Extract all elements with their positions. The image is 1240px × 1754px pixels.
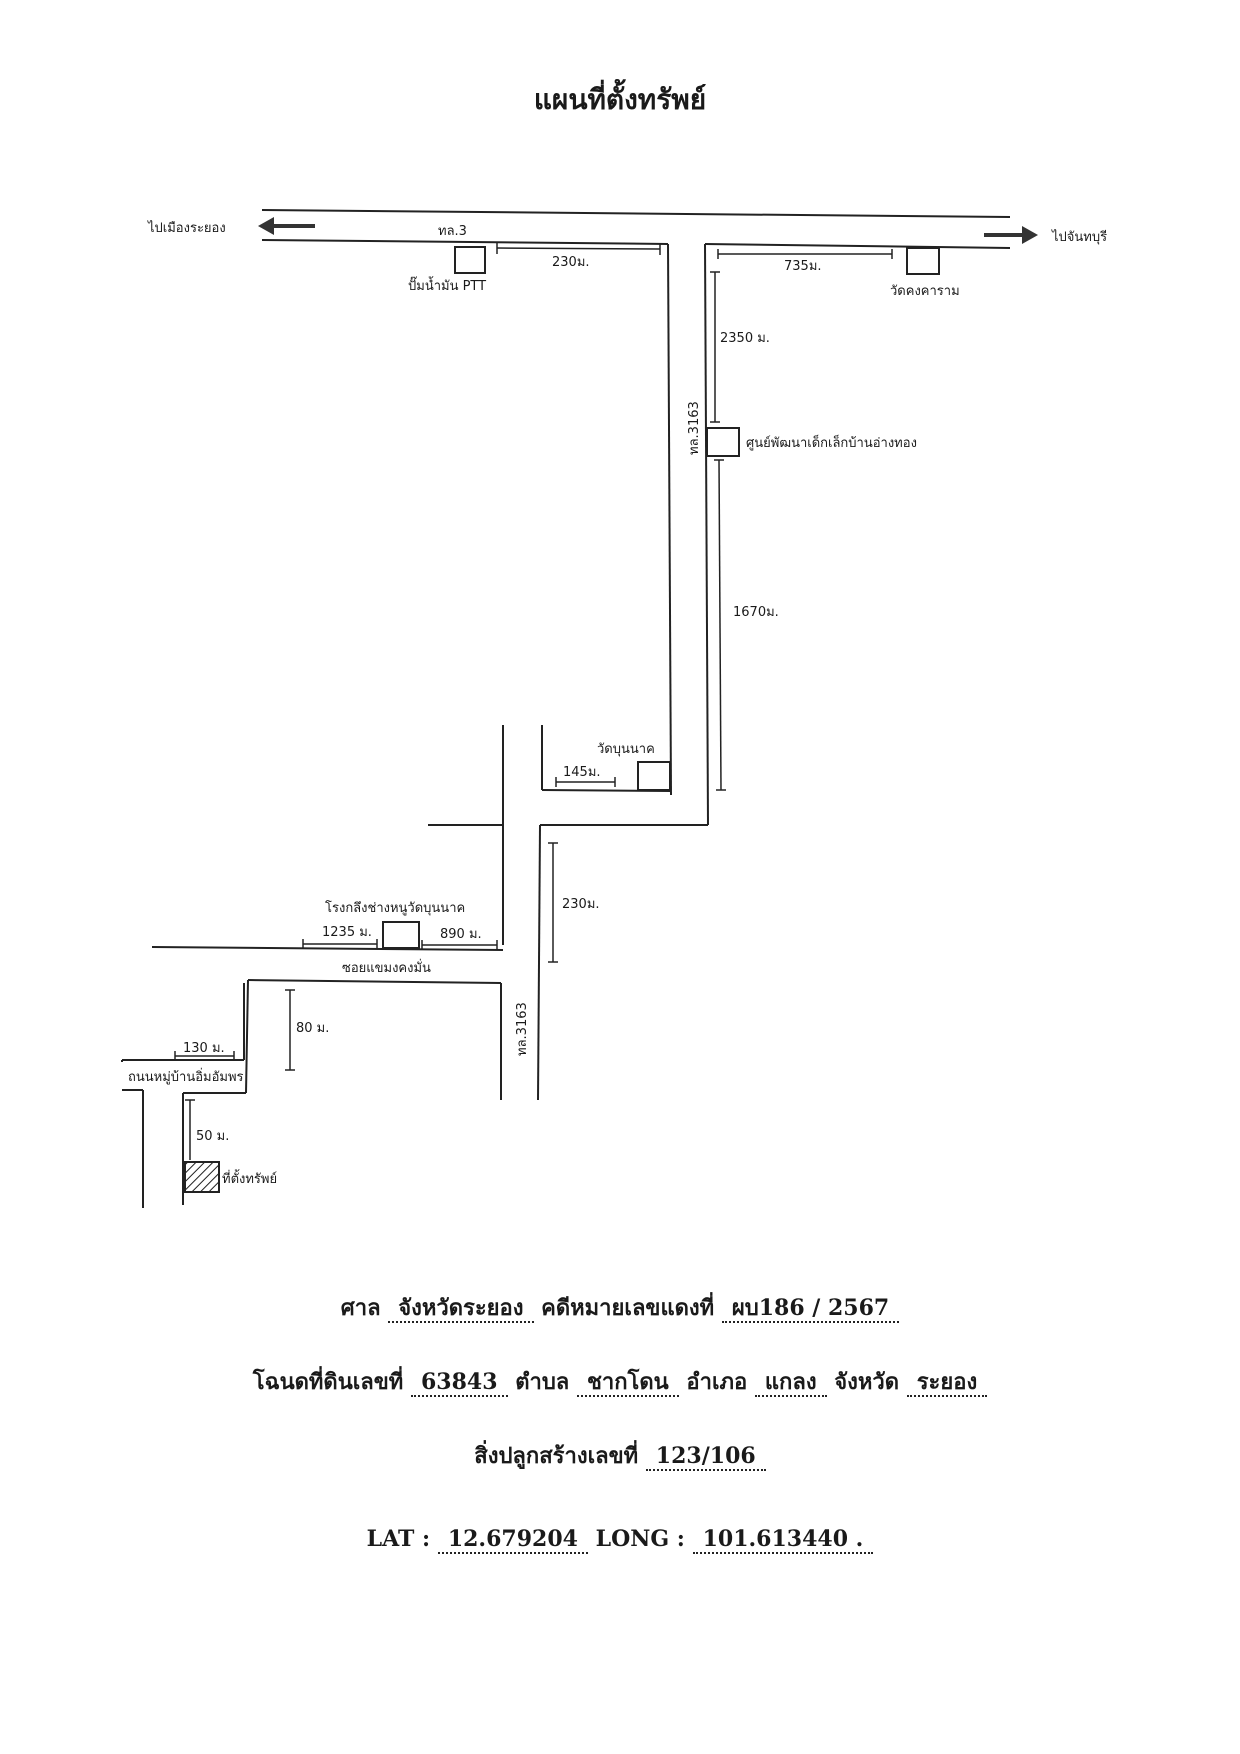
property-label: ที่ตั้งทรัพย์ <box>222 1169 277 1187</box>
soi-bottom-edge <box>247 979 502 984</box>
dist-230-top: 230ม. <box>552 255 590 270</box>
court-line: ศาล จังหวัดระยอง คดีหมายเลขแดงที่ ผบ186 … <box>0 1290 1240 1325</box>
lat-label: LAT : <box>366 1526 431 1552</box>
to-rayong-label: ไปเมืองระยอง <box>147 220 226 236</box>
to-chanthaburi-label: ไปจันทบุรี <box>1051 229 1107 245</box>
highway-3-bottom-edge-left <box>261 239 669 245</box>
child-center-label: ศูนย์พัฒนาเด็กเล็กบ้านอ่างทอง <box>746 433 917 451</box>
wat-khong-marker <box>906 247 940 275</box>
arrow-right-head <box>1022 226 1038 244</box>
dist-50: 50 ม. <box>196 1129 229 1144</box>
soi-label: ซอยแขมงคงมั่น <box>342 959 431 976</box>
soi-top-edge <box>151 946 504 951</box>
dist-735: 735ม. <box>784 259 822 274</box>
dist-890: 890 ม. <box>440 927 482 942</box>
highway-3-label: ทล.3 <box>438 224 467 239</box>
highway-3-bottom-edge-right <box>704 243 1011 249</box>
property-marker <box>184 1161 220 1193</box>
amphoe-value: แกลง <box>754 1369 827 1397</box>
case-value: ผบ186 / 2567 <box>721 1295 900 1323</box>
deed-label: โฉนดที่ดินเลขที่ <box>252 1369 404 1395</box>
village-road-label: ถนนหมู่บ้านอิ่มอัมพร <box>128 1068 244 1085</box>
ptt-station-marker <box>454 246 486 274</box>
child-center-marker <box>706 427 740 457</box>
highway-3163-label-a: ทล.3163 <box>687 401 702 455</box>
factory-label: โรงกลึงช่างหนูวัดบุนนาค <box>325 900 465 916</box>
dist-145: 145ม. <box>563 765 601 780</box>
building-value: 123/106 <box>645 1443 766 1471</box>
dist-1670: 1670ม. <box>733 605 779 620</box>
ptt-label: ปั๊มน้ำมัน PTT <box>408 276 486 294</box>
dist-2350: 2350 ม. <box>720 331 770 346</box>
long-label: LONG : <box>595 1526 685 1552</box>
tambon-label: ตำบล <box>515 1369 570 1395</box>
dist-130: 130 ม. <box>183 1041 225 1056</box>
arrow-left-head <box>258 217 274 235</box>
deed-line: โฉนดที่ดินเลขที่ 63843 ตำบล ชากโดน อำเภอ… <box>0 1364 1240 1399</box>
road-3163-left-edge <box>667 243 672 796</box>
wat-bunnak-label: วัดบุนนาค <box>597 742 655 757</box>
amphoe-label: อำเภอ <box>686 1369 748 1395</box>
long-value: 101.613440 . <box>692 1526 874 1554</box>
factory-marker <box>382 921 420 949</box>
province-value: ระยอง <box>906 1369 988 1397</box>
highway-3163-label-b: ทล.3163 <box>515 1002 530 1056</box>
building-label: สิ่งปลูกสร้างเลขที่ <box>474 1443 639 1469</box>
highway-3-top-edge <box>261 209 1011 218</box>
tambon-value: ชากโดน <box>576 1369 679 1397</box>
road-3163-lower-right <box>537 824 541 1101</box>
building-line: สิ่งปลูกสร้างเลขที่ 123/106 <box>0 1438 1240 1473</box>
dist-230-mid: 230ม. <box>562 897 600 912</box>
wat-khong-label: วัดคงคาราม <box>890 284 960 299</box>
deed-value: 63843 <box>410 1369 508 1397</box>
page-title: แผนที่ตั้งทรัพย์ <box>533 83 707 116</box>
coordinates-line: LAT : 12.679204 LONG : 101.613440 . <box>0 1526 1240 1554</box>
road-3163-right-edge <box>704 243 709 826</box>
court-value: จังหวัดระยอง <box>388 1295 534 1323</box>
province-label: จังหวัด <box>834 1369 900 1395</box>
court-label: ศาล <box>340 1295 381 1321</box>
lat-value: 12.679204 <box>437 1526 588 1554</box>
dist-1235: 1235 ม. <box>322 925 372 940</box>
dist-80: 80 ม. <box>296 1021 329 1036</box>
village-road-vertical-right <box>245 979 249 1094</box>
wat-bunnak-marker <box>637 761 671 791</box>
case-label: คดีหมายเลขแดงที่ <box>541 1295 715 1321</box>
